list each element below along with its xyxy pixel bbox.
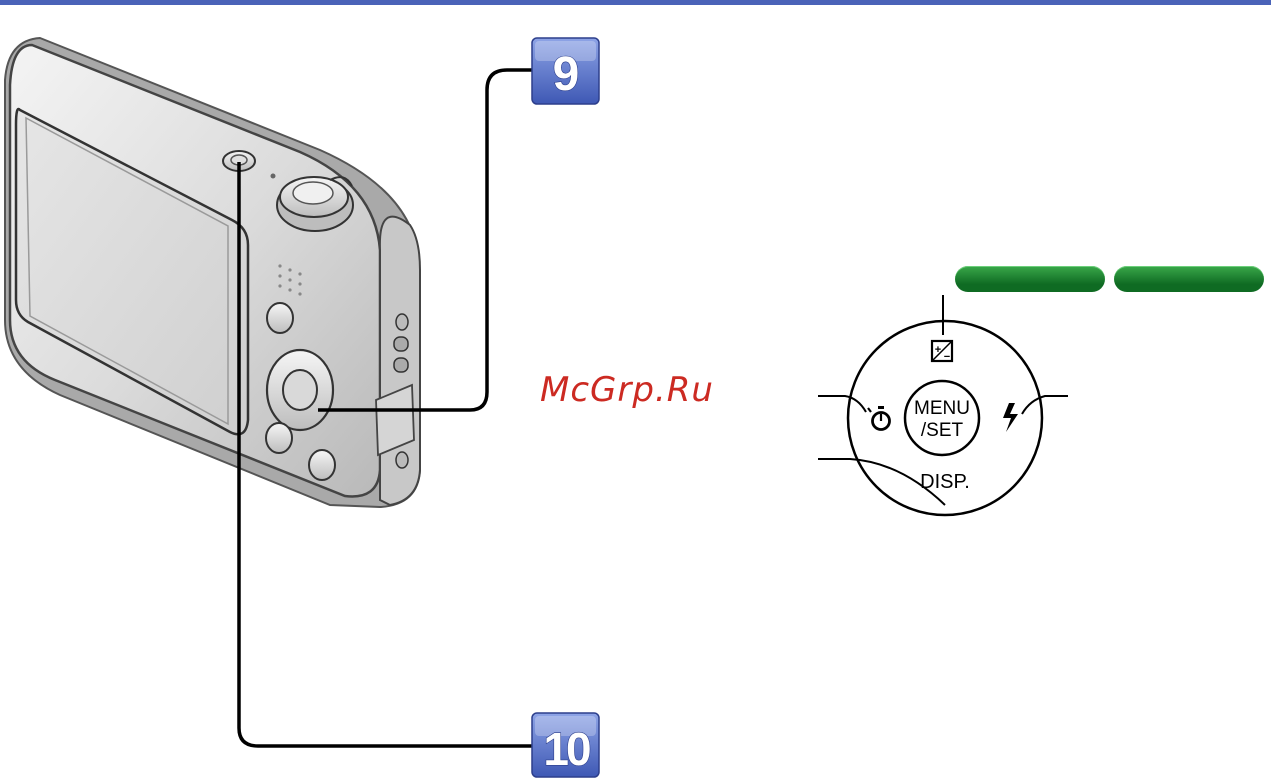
callout-badge-10: 10 xyxy=(532,713,599,777)
callout-number-10: 10 xyxy=(543,723,590,775)
callout-badge-9: 9 xyxy=(532,38,599,104)
control-wheel-diagram: + − MENU /SET DISP. xyxy=(818,295,1068,515)
svg-text:−: − xyxy=(944,351,950,363)
menu-label: MENU xyxy=(914,398,970,419)
camera-illustration xyxy=(5,38,420,507)
set-label: /SET xyxy=(921,420,964,441)
watermark-text: McGrp.Ru xyxy=(540,370,714,410)
svg-text:+: + xyxy=(935,344,941,356)
callout-number-9: 9 xyxy=(553,48,580,101)
exposure-compensation-icon: + − xyxy=(932,341,952,363)
mode-pill-right xyxy=(1114,266,1264,292)
mode-pill-left xyxy=(955,266,1105,292)
